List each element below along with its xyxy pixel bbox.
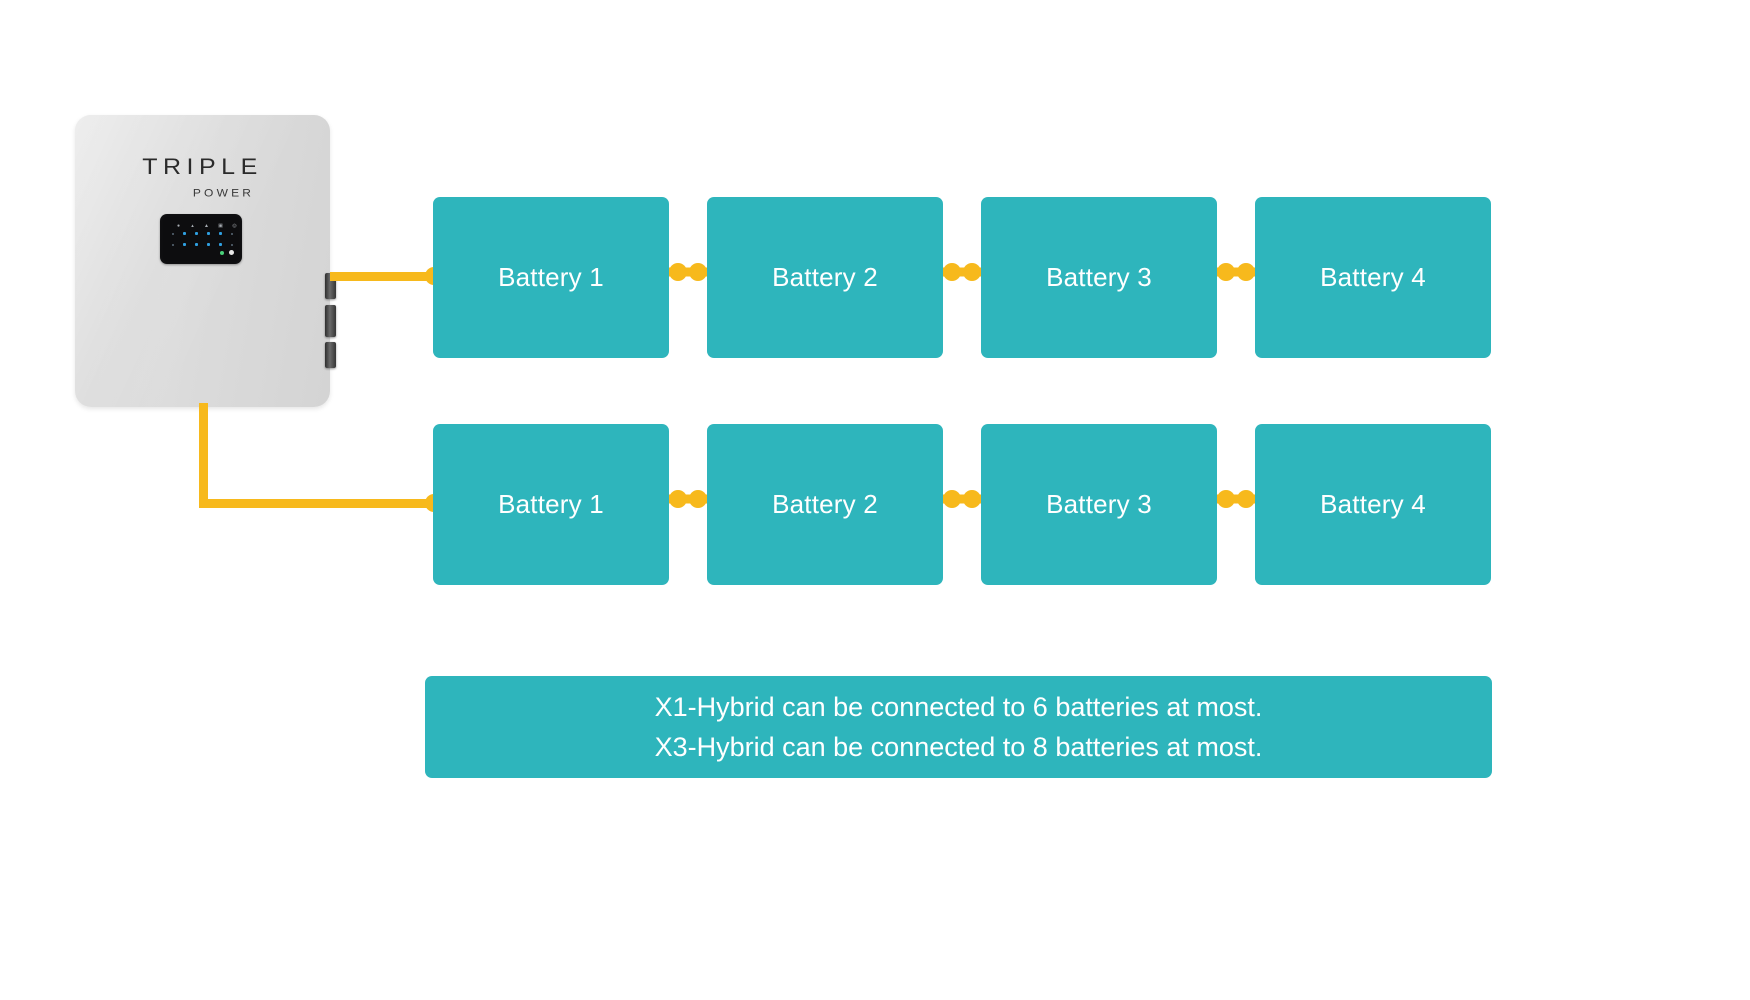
- connector-knob-left: [669, 263, 687, 281]
- connector-r2-2-3: [943, 490, 981, 508]
- white-led-icon: [229, 250, 234, 255]
- capacity-note-banner: X1-Hybrid can be connected to 6 batterie…: [425, 676, 1492, 778]
- battery-box-r1-4[interactable]: Battery 4: [1255, 197, 1491, 358]
- connector-knob-right: [689, 490, 707, 508]
- connector-port-middle: [325, 305, 336, 337]
- status-icon-5: ◎: [232, 223, 237, 229]
- connector-knob-right: [689, 263, 707, 281]
- battery-box-r1-3[interactable]: Battery 3: [981, 197, 1217, 358]
- connector-r1-3-4: [1217, 263, 1255, 281]
- connector-knob-left: [1217, 263, 1235, 281]
- battery-box-r2-2[interactable]: Battery 2: [707, 424, 943, 585]
- connector-knob-right: [963, 490, 981, 508]
- battery-label: Battery 1: [498, 262, 604, 292]
- connector-knob-left: [1217, 490, 1235, 508]
- display-icon-row: ● ▴ ▲ ▣ ◎: [176, 224, 237, 229]
- cable-inverter-to-row1: [330, 272, 438, 281]
- connector-r2-3-4: [1217, 490, 1255, 508]
- connector-knob-right: [963, 263, 981, 281]
- led-b5: [231, 243, 233, 246]
- status-icon-3: ▲: [204, 223, 209, 229]
- connector-bar: [1217, 267, 1255, 277]
- inverter-unit: TRIPLE POWER ● ▴ ▲ ▣ ◎: [75, 115, 336, 407]
- inverter-logo: TRIPLE POWER: [75, 155, 330, 199]
- connector-r1-1-2: [669, 263, 707, 281]
- battery-box-r2-4[interactable]: Battery 4: [1255, 424, 1491, 585]
- display-power-indicator: [220, 250, 234, 255]
- connector-port-lower: [325, 342, 336, 368]
- logo-triple-text: TRIPLE: [142, 154, 263, 180]
- cable-row2-horizontal: [199, 499, 438, 508]
- led-a3: [207, 232, 210, 235]
- connector-knob-right: [1237, 263, 1255, 281]
- connector-r1-2-3: [943, 263, 981, 281]
- battery-box-r2-3[interactable]: Battery 3: [981, 424, 1217, 585]
- connector-bar: [669, 494, 707, 504]
- battery-label: Battery 2: [772, 262, 878, 292]
- cable-row2-vertical: [199, 403, 208, 508]
- led-a2: [195, 232, 198, 235]
- led-a5: [231, 232, 233, 235]
- connector-knob-right: [1237, 490, 1255, 508]
- battery-label: Battery 2: [772, 489, 878, 519]
- battery-box-r1-2[interactable]: Battery 2: [707, 197, 943, 358]
- status-icon-2: ▴: [191, 223, 194, 229]
- led-b4: [219, 243, 222, 246]
- battery-label: Battery 1: [498, 489, 604, 519]
- battery-box-r1-1[interactable]: Battery 1: [433, 197, 669, 358]
- logo-power-text: POWER: [192, 186, 255, 200]
- banner-line-2: X3-Hybrid can be connected to 8 batterie…: [654, 732, 1263, 762]
- connector-r2-1-2: [669, 490, 707, 508]
- status-icon-4: ▣: [218, 223, 223, 229]
- status-icon-1: ●: [176, 223, 181, 229]
- connector-knob-left: [943, 490, 961, 508]
- connector-port-upper: [325, 273, 336, 299]
- connector-bar: [943, 494, 981, 504]
- battery-label: Battery 3: [1046, 489, 1152, 519]
- connector-bar: [943, 267, 981, 277]
- connector-bar: [669, 267, 707, 277]
- led-b2: [195, 243, 198, 246]
- connector-knob-left: [943, 263, 961, 281]
- led-b3: [207, 243, 210, 246]
- led-a4: [219, 232, 222, 235]
- battery-label: Battery 3: [1046, 262, 1152, 292]
- led-status-display: ● ▴ ▲ ▣ ◎: [160, 214, 242, 264]
- battery-label: Battery 4: [1320, 489, 1426, 519]
- led-a1: [183, 232, 186, 235]
- battery-box-r2-1[interactable]: Battery 1: [433, 424, 669, 585]
- display-led-row-lower: [172, 243, 233, 246]
- connector-bar: [1217, 494, 1255, 504]
- banner-line-1: X1-Hybrid can be connected to 6 batterie…: [654, 692, 1263, 722]
- green-led-icon: [220, 250, 224, 255]
- display-led-row-upper: [172, 232, 233, 235]
- connector-knob-left: [669, 490, 687, 508]
- led-label-b: [172, 243, 174, 246]
- led-b1: [183, 243, 186, 246]
- battery-label: Battery 4: [1320, 262, 1426, 292]
- led-label-a: [172, 232, 174, 235]
